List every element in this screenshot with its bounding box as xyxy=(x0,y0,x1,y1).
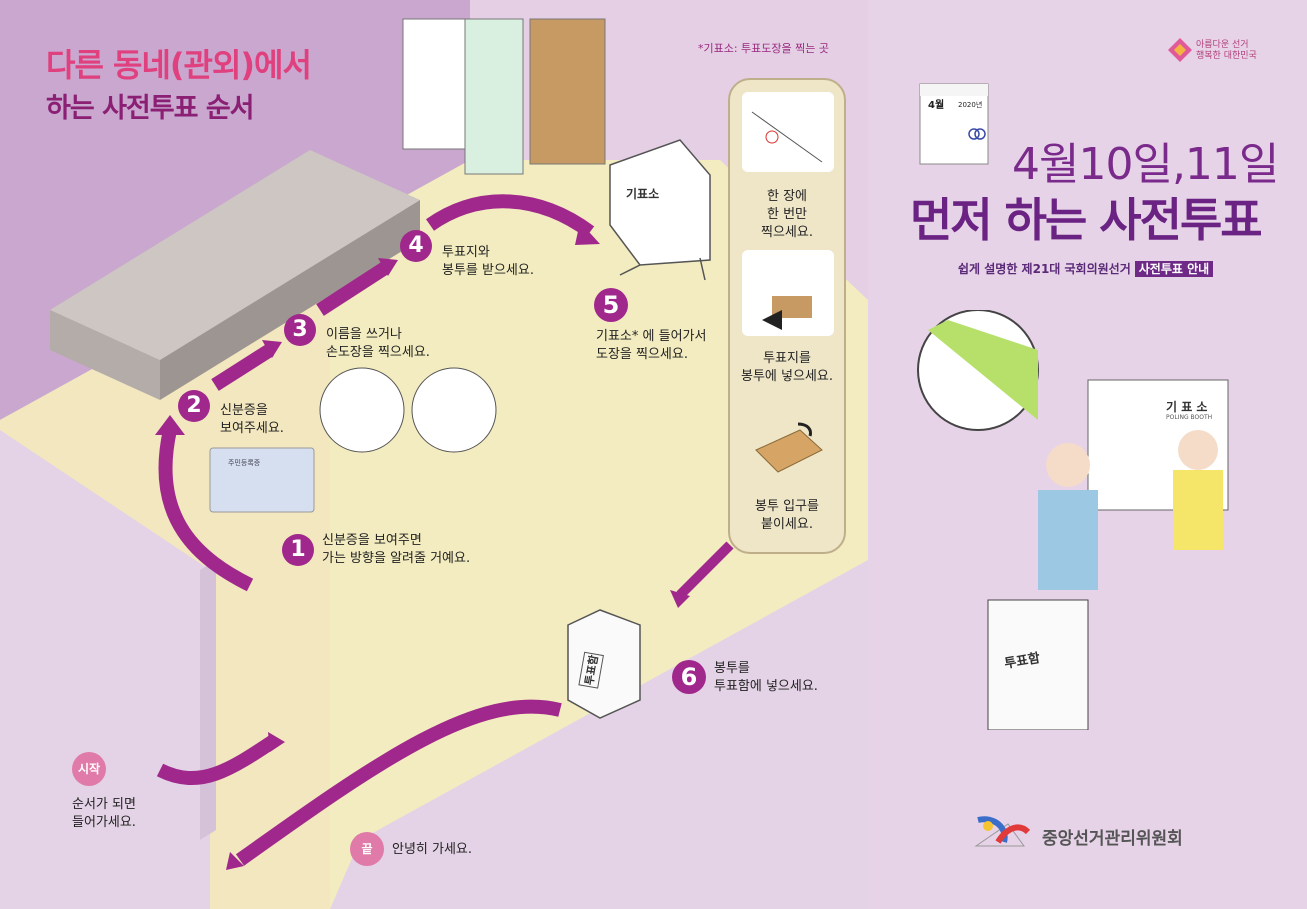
step-5-number: 5 xyxy=(594,288,628,322)
arrowhead-3 xyxy=(378,258,398,276)
end-text: 안녕히 가세요. xyxy=(392,842,473,857)
thumbprint-circle xyxy=(411,367,497,453)
arrowhead-2 xyxy=(262,340,282,358)
subtitle-text: 쉽게 설명한 제21대 국회의원선거 xyxy=(958,262,1131,276)
page-title-line2: 하는 사전투표 순서 xyxy=(46,93,255,124)
arrowhead-end xyxy=(226,852,244,870)
voting-dates: 4월10일,11일 xyxy=(1012,139,1279,190)
desk-side xyxy=(160,200,420,400)
slogan-text: 아름다운 선거 행복한 대한민국 xyxy=(1196,40,1257,61)
envelope-insert-illustration xyxy=(742,250,834,336)
step-1-text: 신분증을 보여주면 가는 방향을 알려줄 거예요. xyxy=(322,533,471,566)
step-6-text: 봉투를 투표함에 넣으세요. xyxy=(714,661,818,694)
calendar-month: 4월 xyxy=(928,100,945,111)
subtitle-tag: 사전투표 안내 xyxy=(1134,261,1214,277)
substep-2-text: 투표지를 봉투에 넣으세요. xyxy=(741,351,833,384)
start-badge: 시작 xyxy=(72,752,106,786)
desk-front xyxy=(50,310,160,400)
floor-lavender-right xyxy=(330,560,868,909)
step-1-number: 1 xyxy=(282,534,314,566)
booth-substeps-panel: 한 장에 한 번만 찍으세요. 투표지를 봉투에 넣으세요. 봉투 입구를 붙이… xyxy=(728,78,846,554)
booth-label: 기표소 xyxy=(626,187,660,201)
booth-leg xyxy=(619,264,641,276)
arrowhead-5 xyxy=(670,590,690,608)
path-arrow-5 xyxy=(676,541,734,599)
background-floor xyxy=(0,0,868,909)
calendar-icon xyxy=(919,83,989,165)
step-6-number: 6 xyxy=(672,660,706,694)
step-2-number: 2 xyxy=(178,390,210,422)
path-arrow-1 xyxy=(158,428,254,592)
ballot-paper-2 xyxy=(464,18,524,175)
id-card-title: 주민등록증 xyxy=(228,459,261,467)
floor-lavender-left xyxy=(0,430,210,909)
step-4-text: 투표지와 봉투를 받으세요. xyxy=(442,245,534,278)
nec-logo-icon xyxy=(974,816,1031,847)
cover-panel xyxy=(868,0,1307,909)
step-3-text: 이름을 쓰거나 손도장을 찍으세요. xyxy=(326,327,430,360)
path-arrow-end xyxy=(235,699,562,866)
ballot-box xyxy=(567,609,641,719)
calendar-year: 2020년 xyxy=(958,101,983,109)
path-arrow-3 xyxy=(316,262,389,316)
substep-1-text: 한 장에 한 번만 찍으세요. xyxy=(761,189,813,240)
step-5-text: 기표소* 에 들어가서 도장을 찍으세요. xyxy=(596,329,707,362)
step-3-number: 3 xyxy=(284,314,316,346)
desk-top xyxy=(50,150,420,360)
voter-scene-illustration xyxy=(917,310,1229,730)
booth-footnote: *기표소: 투표도장을 찍는 곳 xyxy=(698,42,830,55)
path-arrow-2 xyxy=(211,344,274,391)
organization-name: 중앙선거관리위원회 xyxy=(1042,829,1183,849)
end-badge: 끝 xyxy=(350,832,384,866)
ballot-paper-1 xyxy=(402,18,466,150)
voting-booth xyxy=(609,139,711,266)
wall-partition xyxy=(200,560,216,840)
path-arrow-start xyxy=(156,734,279,785)
right-booth-label: 기 표 소 xyxy=(1166,400,1208,414)
envelope-seal-illustration xyxy=(755,422,823,473)
substep-3-text: 봉투 입구를 붙이세요. xyxy=(755,499,819,532)
cover-headline: 먼저 하는 사전투표 xyxy=(910,193,1263,247)
signature-circle xyxy=(319,367,405,453)
slogan-logo-icon xyxy=(1168,38,1192,62)
arrowhead-1 xyxy=(155,415,185,435)
step-2-text: 신분증을 보여주세요. xyxy=(220,403,284,436)
path-arrow-4 xyxy=(425,194,595,238)
start-text: 순서가 되면 들어가세요. xyxy=(72,797,136,830)
id-card xyxy=(209,447,315,513)
return-envelope xyxy=(529,18,606,165)
step-4-number: 4 xyxy=(400,230,432,262)
page-title-line1: 다른 동네(관외)에서 xyxy=(46,46,312,84)
stamp-illustration xyxy=(742,92,834,172)
arrowhead-start xyxy=(268,732,285,752)
booth-leg xyxy=(699,257,706,281)
right-booth-label-en: POLING BOOTH xyxy=(1166,414,1213,421)
arrowhead-4 xyxy=(575,222,600,245)
